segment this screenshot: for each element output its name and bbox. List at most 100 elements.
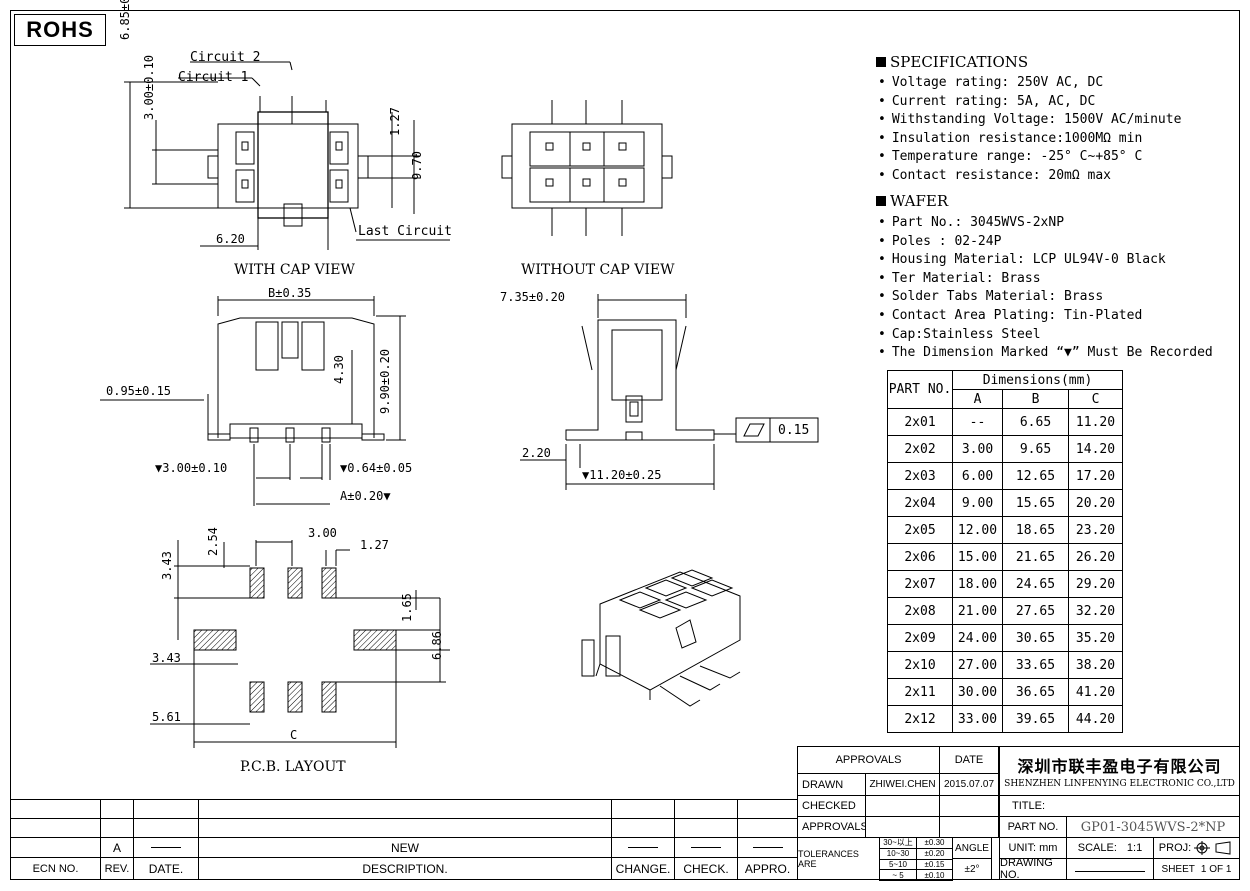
rev-cell: [737, 818, 798, 838]
pcb-dim-686: 6.86: [430, 631, 444, 660]
drawn-by: ZHIWEI.CHEN: [865, 773, 940, 796]
approved-by: [865, 816, 940, 838]
description-header: DESCRIPTION.: [198, 857, 612, 880]
dimension-cell: 15.00: [952, 543, 1003, 571]
dimension-cell: 39.65: [1002, 705, 1069, 733]
dimension-cell: 36.65: [1002, 678, 1069, 706]
dimension-cell: 29.20: [1068, 570, 1123, 598]
wafer-title: WAFER: [890, 192, 949, 210]
tolerance-value: ±0.10: [916, 869, 953, 881]
rev-cell: [611, 799, 675, 819]
dimension-cell: 21.65: [1002, 543, 1069, 571]
square-bullet-icon: [876, 196, 886, 206]
pcb-dim-127: 1.27: [360, 538, 389, 552]
dim-300-vertical: 3.00±0.10: [142, 54, 156, 120]
wafer-item: Cap:Stainless Steel: [878, 326, 1213, 345]
rev-cell: [10, 837, 101, 858]
spec-item: Contact resistance: 20mΩ max: [878, 167, 1181, 186]
sheet-cell: SHEET 1 OF 1: [1153, 858, 1240, 880]
dim-095: 0.95±0.15: [106, 384, 172, 398]
dimension-cell: 24.65: [1002, 570, 1069, 598]
rev-cell: [674, 818, 738, 838]
dim-b: B±0.35: [268, 286, 312, 300]
wafer-item: Ter Material: Brass: [878, 270, 1213, 289]
dimension-cell: 41.20: [1068, 678, 1123, 706]
dimension-cell: 18.00: [952, 570, 1003, 598]
col-b-header: B: [1002, 389, 1069, 409]
scale-label: SCALE:: [1077, 842, 1117, 854]
without-cap-view: [501, 100, 673, 236]
title-label: TITLE:: [999, 795, 1240, 817]
col-a-header: A: [952, 389, 1003, 409]
pcb-dim-343-vertical: 3.43: [160, 551, 174, 580]
projection-cell: PROJ:: [1153, 837, 1240, 859]
spec-item: Withstanding Voltage: 1500V AC/minute: [878, 111, 1182, 130]
dimension-cell: --: [952, 408, 1003, 436]
drawn-label: DRAWN: [797, 773, 866, 796]
part-no-cell: 2x09: [887, 624, 953, 652]
wafer-item: Housing Material: LCP UL94V-0 Black: [878, 251, 1213, 270]
checked-by: [865, 795, 940, 817]
pcb-dim-343-horizontal: 3.43: [152, 651, 181, 665]
dimension-cell: 6.00: [952, 462, 1003, 490]
spec-item: Voltage rating: 250V AC, DC: [878, 74, 1181, 93]
dimension-cell: 30.65: [1002, 624, 1069, 652]
wafer-list: Part No.: 3045WVS-2xNP Poles : 02-24P Ho…: [878, 214, 1213, 363]
company-cell: 深圳市联丰盈电子有限公司 SHENZHEN LINFENYING ELECTRO…: [999, 746, 1240, 796]
dimension-cell: 35.20: [1068, 624, 1123, 652]
wafer-heading: WAFER: [876, 192, 948, 210]
spec-item: Temperature range: -25° C~+85° C: [878, 148, 1181, 167]
specifications-title: SPECIFICATIONS: [890, 53, 1029, 71]
dimension-cell: 12.00: [952, 516, 1003, 544]
dim-620: 6.20: [216, 232, 245, 246]
approvals-header: APPROVALS: [797, 746, 940, 774]
specifications-heading: SPECIFICATIONS: [876, 53, 1028, 71]
drawing-no-label: DRAWING NO.: [999, 858, 1067, 880]
dim-1120: ▼11.20±0.25: [582, 468, 662, 482]
spec-item: Current rating: 5A, AC, DC: [878, 93, 1181, 112]
unit-label: UNIT: mm: [999, 837, 1067, 859]
circuit-2-label: Circuit 2: [190, 50, 261, 65]
dimension-cell: 38.20: [1068, 651, 1123, 679]
square-bullet-icon: [876, 57, 886, 67]
rohs-badge: ROHS: [14, 14, 106, 46]
part-no-cell: 2x05: [887, 516, 953, 544]
part-no-header: PART NO.: [887, 370, 953, 409]
dim-970: 9.70: [410, 151, 424, 180]
pcb-dim-c: C: [290, 728, 298, 742]
proj-label: PROJ:: [1158, 842, 1192, 854]
pcb-dim-254: 2.54: [206, 527, 220, 556]
dimension-cell: 3.00: [952, 435, 1003, 463]
drawing-no-value: [1066, 858, 1154, 880]
rev-cell: [198, 818, 612, 838]
spec-item: Insulation resistance:1000MΩ min: [878, 130, 1181, 149]
angle-label: ANGLE: [952, 837, 992, 859]
scale-value: 1:1: [1126, 842, 1143, 854]
wafer-item: The Dimension Marked “▼” Must Be Recorde…: [878, 344, 1213, 363]
dimension-cell: 33.00: [952, 705, 1003, 733]
approvals-label: APPROVALS: [797, 816, 866, 838]
pcb-dim-561: 5.61: [152, 710, 181, 724]
dimension-cell: 17.20: [1068, 462, 1123, 490]
dim-735: 7.35±0.20: [500, 290, 566, 304]
date-header: DATE.: [133, 857, 199, 880]
circuit-1-label: Circuit 1: [178, 70, 249, 85]
side-view-b: [100, 296, 406, 506]
rev-cell: [100, 799, 134, 819]
dim-685: 6.85±0.20: [118, 0, 132, 40]
projection-symbol-icon: [1194, 841, 1231, 855]
rev-cell: [611, 837, 675, 858]
dim-300-bottom: ▼3.00±0.10: [155, 461, 228, 475]
rev-cell: [10, 799, 101, 819]
dim-064: ▼0.64±0.05: [340, 461, 413, 475]
rev-cell: [737, 837, 798, 858]
with-cap-view-title: WITH CAP VIEW: [234, 262, 355, 278]
tolerances-label: TOLERANCES ARE: [797, 837, 880, 880]
sheet-value: 1 OF 1: [1200, 863, 1232, 875]
